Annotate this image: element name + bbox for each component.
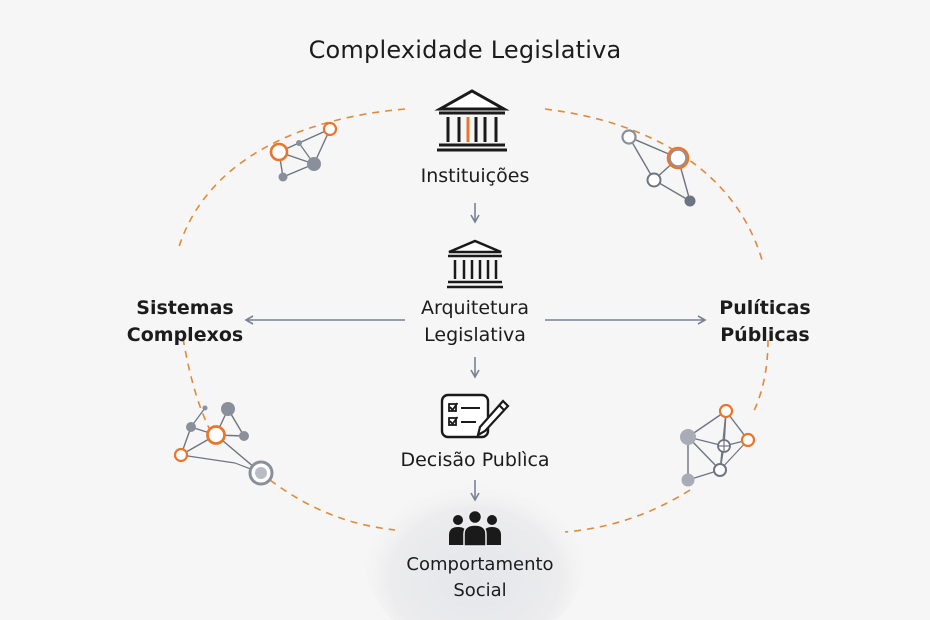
node-arquitetura-legislativa: Arquitetura Legislativa [365, 295, 585, 349]
network-icon [269, 121, 338, 182]
building-icon [447, 239, 503, 289]
node-instituicoes: Instituições [420, 165, 530, 187]
network-icon [621, 129, 696, 207]
node-politicas-publicas: Pulíticas Públicas [680, 295, 850, 349]
network-icon [173, 402, 274, 486]
node-politicas-line-1: Pulíticas [719, 297, 811, 319]
node-sistemas-line-2: Complexos [126, 324, 244, 346]
node-sistemas-complexos: Sistemas Complexos [100, 295, 270, 349]
node-politicas-line-2: Públicas [720, 324, 810, 346]
dashed-cycle-arc-top-left [177, 108, 406, 251]
checklist-pen-icon [440, 393, 510, 439]
node-comportamento-line-2: Social [453, 580, 507, 601]
dashed-cycle-arc-bottom-left [269, 479, 396, 531]
node-decisao-publica: Decisão Publìca [400, 449, 550, 471]
dashed-cycle-arc-bottom-right [564, 489, 691, 533]
dashed-cycle-arc-right [751, 339, 769, 416]
building-icon [434, 89, 510, 152]
node-comportamento-social: Comportamento Social [370, 552, 590, 604]
people-group-icon [449, 509, 501, 547]
node-sistemas-line-1: Sistemas [136, 297, 234, 319]
network-icon [680, 403, 756, 487]
diagram-title: Complexidade Legislativa [308, 36, 622, 64]
node-comportamento-line-1: Comportamento [406, 554, 554, 575]
dashed-cycle-arc-left [182, 337, 211, 431]
node-arquitetura-line-2: Legislativa [424, 324, 526, 346]
node-arquitetura-line-1: Arquitetura [421, 297, 529, 319]
